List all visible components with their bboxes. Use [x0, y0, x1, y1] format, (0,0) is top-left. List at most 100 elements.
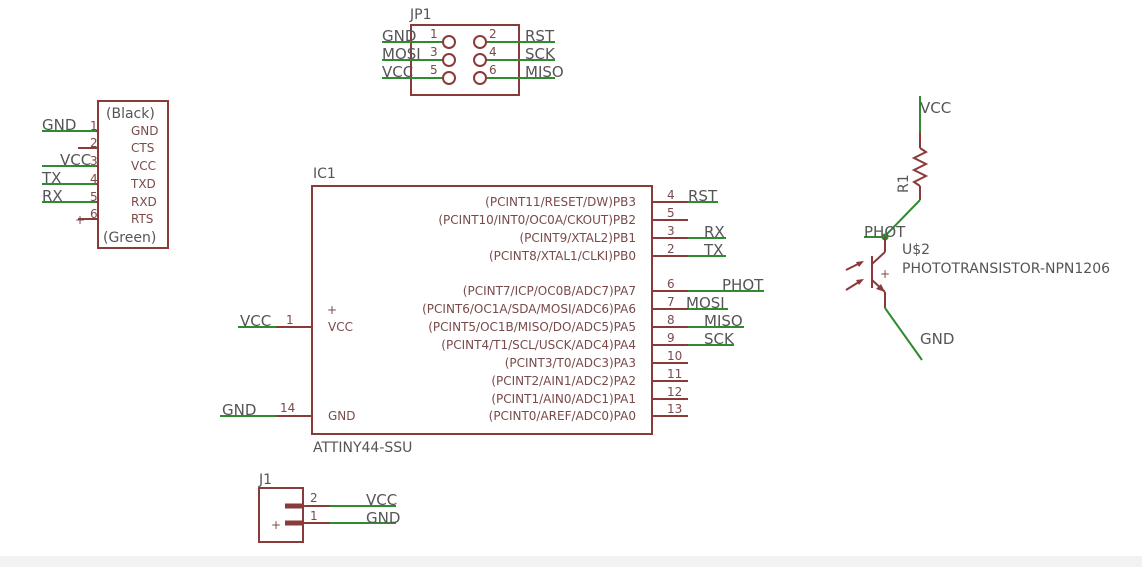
r1-net-vcc: VCC [920, 99, 951, 117]
r1-zigzag [911, 147, 929, 187]
u2-wire-gnd [884, 307, 923, 361]
j1-plus: + [271, 518, 281, 532]
ic1-net-miso: MISO [704, 312, 743, 330]
u2-emitter-arrow [876, 284, 885, 292]
ftdi-pinnum-5: 5 [90, 190, 98, 204]
ic1-pinname-pa2: (PCINT2/AIN1/ADC2)PA2 [491, 374, 636, 388]
ic1-pinname-pa6: (PCINT6/OC1A/SDA/MOSI/ADC6)PA6 [422, 302, 636, 316]
u2-light-arrowhead-1 [856, 261, 864, 267]
ic1-net-mosi: MOSI [686, 294, 725, 312]
ic1-net-gnd: GND [222, 401, 256, 419]
ic1-part: ATTINY44-SSU [313, 440, 412, 456]
ftdi-pinnum-1: 1 [90, 119, 98, 133]
ic1-pinname-pa3: (PCINT3/T0/ADC3)PA3 [505, 356, 636, 370]
ic1-pinname-pa0: (PCINT0/AREF/ADC0)PA0 [489, 409, 636, 423]
u2-phototransistor[interactable]: PHOT + U$2 PHOTOTRANSISTOR-NPN1206 GND [845, 223, 1110, 361]
ic1-pinname-gnd: GND [328, 409, 356, 423]
ic1-pinnum-1: 1 [286, 313, 294, 327]
j1-net-gnd: GND [366, 509, 400, 527]
ftdi-pinname-vcc: VCC [131, 159, 156, 173]
jp1-net-mosi: MOSI [382, 45, 421, 63]
u2-plus: + [880, 267, 890, 281]
jp1-pin-1[interactable] [442, 35, 456, 49]
ic1-pinname-pb0: (PCINT8/XTAL1/CLKI)PB0 [489, 249, 636, 263]
ic1-pinnum-9: 9 [667, 331, 675, 345]
ic1-pinnum-2: 2 [667, 242, 675, 256]
jp1-pin-2[interactable] [473, 35, 487, 49]
j1-header[interactable]: J1 + 2 1 VCC GND [258, 472, 400, 543]
ftdi-pinname-cts: CTS [131, 141, 154, 155]
ic1-name: IC1 [313, 166, 336, 182]
ftdi-pinnum-4: 4 [90, 172, 98, 186]
ic1-pinnum-6: 6 [667, 277, 675, 291]
jp1-pin-6[interactable] [473, 71, 487, 85]
ftdi-pinname-txd: TXD [130, 177, 156, 191]
ftdi-bottom-label: (Green) [103, 230, 156, 246]
ic1-pinname-pa1: (PCINT1/AIN0/ADC1)PA1 [491, 392, 636, 406]
r1-name: R1 [896, 174, 912, 193]
ftdi-pinname-gnd: GND [131, 124, 159, 138]
ic1-pinname-pa5: (PCINT5/OC1B/MISO/DO/ADC5)PA5 [428, 320, 636, 334]
jp1-pin-4[interactable] [473, 53, 487, 67]
jp1-net-rst: RST [525, 27, 555, 45]
ic1-pinname-pb3: (PCINT11/RESET/DW)PB3 [485, 195, 636, 209]
jp1-pinnum-6: 6 [489, 63, 497, 77]
ic1-pinname-pb2: (PCINT10/INT0/OC0A/CKOUT)PB2 [438, 213, 636, 227]
u2-net-gnd: GND [920, 330, 954, 348]
jp1-pinnum-1: 1 [430, 27, 438, 41]
ftdi-net-gnd: GND [42, 116, 76, 134]
ic1-net-phot: PHOT [722, 276, 764, 294]
jp1-pin-5[interactable] [442, 71, 456, 85]
ic1-pinnum-4: 4 [667, 188, 675, 202]
footer-strip [0, 556, 1142, 567]
ic1-attiny44[interactable]: IC1 ATTINY44-SSU + 1 14 VCC GND VCC GND [220, 166, 764, 456]
ic1-pinname-pa4: (PCINT4/T1/SCL/USCK/ADC4)PA4 [441, 338, 636, 352]
ftdi-pinnum-2: 2 [90, 136, 98, 150]
ic1-plus: + [327, 303, 337, 317]
u2-name: U$2 [902, 242, 930, 258]
ftdi-pinnum-3: 3 [90, 154, 98, 168]
j1-pinnum-2: 2 [310, 491, 318, 505]
ic1-net-sck: SCK [704, 330, 735, 348]
ftdi-header[interactable]: (Black) (Green) 1 2 3 4 5 6 GND CTS VCC … [41, 100, 169, 249]
jp1-net-sck: SCK [525, 45, 556, 63]
ftdi-pinnum-6: 6 [90, 207, 98, 221]
ic1-pinnum-5: 5 [667, 206, 675, 220]
jp1-pinnum-4: 4 [489, 45, 497, 59]
ftdi-net-vcc: VCC [60, 151, 91, 169]
ic1-net-rx: RX [704, 223, 725, 241]
ic1-net-vcc: VCC [240, 312, 271, 330]
jp1-net-miso: MISO [525, 63, 564, 81]
jp1-header[interactable]: JP1 1 3 5 2 4 6 GND MOSI VCC RST SCK MIS… [382, 7, 564, 96]
ic1-right-pins: 4 5 3 2 6 7 8 9 10 11 12 13 (PCINT11/RES… [422, 187, 764, 423]
ic1-pinnum-7: 7 [667, 295, 675, 309]
r1-resistor[interactable]: R1 VCC [884, 96, 951, 237]
ftdi-net-tx: TX [41, 169, 61, 187]
ic1-pinnum-14: 14 [280, 401, 295, 415]
ic1-pinnum-12: 12 [667, 385, 682, 399]
ic1-pinnum-3: 3 [667, 224, 675, 238]
j1-body [258, 487, 304, 543]
u2-part: PHOTOTRANSISTOR-NPN1206 [902, 261, 1110, 277]
ic1-pinnum-11: 11 [667, 367, 682, 381]
ic1-pinname-pa7: (PCINT7/ICP/OC0B/ADC7)PA7 [463, 284, 636, 298]
j1-net-vcc: VCC [366, 491, 397, 509]
ic1-pinname-pb1: (PCINT9/XTAL2)PB1 [519, 231, 636, 245]
ftdi-pinname-rts: RTS [131, 212, 153, 226]
ftdi-body [97, 100, 169, 249]
jp1-name: JP1 [409, 7, 431, 23]
ftdi-top-label: (Black) [106, 106, 155, 122]
jp1-net-gnd: GND [382, 27, 416, 45]
u2-collector [871, 251, 886, 265]
j1-pinnum-1: 1 [310, 509, 318, 523]
jp1-pinnum-2: 2 [489, 27, 497, 41]
ic1-net-tx: TX [703, 241, 723, 259]
ic1-net-rst: RST [688, 187, 718, 205]
ftdi-plus-mark: + [75, 213, 85, 227]
jp1-net-vcc: VCC [382, 63, 413, 81]
jp1-pin-3[interactable] [442, 53, 456, 67]
ic1-pinname-vcc: VCC [328, 320, 353, 334]
ftdi-pinname-rxd: RXD [131, 195, 157, 209]
jp1-pinnum-5: 5 [430, 63, 438, 77]
